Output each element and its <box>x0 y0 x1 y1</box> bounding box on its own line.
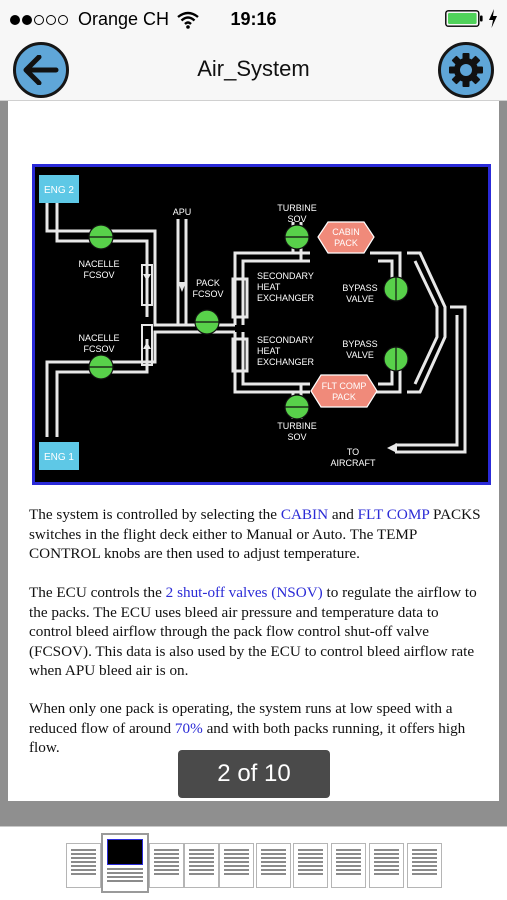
diagram-labels: APU TURBINE SOV NACELLE FCSOV NACELLE FC… <box>78 203 377 468</box>
cabin-link[interactable]: CABIN <box>280 506 329 523</box>
svg-text:SOV: SOV <box>287 214 306 224</box>
valve-marks <box>89 236 397 408</box>
gear-icon <box>449 53 483 87</box>
carrier-name: Orange CH <box>78 9 170 29</box>
nsov-link[interactable]: 2 shut-off valves (NSOV) <box>165 584 323 601</box>
flt-comp-pack-block <box>310 374 378 408</box>
thumbnail-page-6[interactable] <box>256 843 291 888</box>
flow-arrows <box>143 274 397 453</box>
navigation-bar: Air_System <box>0 38 507 101</box>
page-counter: 2 of 10 <box>178 750 330 798</box>
svg-text:VALVE: VALVE <box>346 350 374 360</box>
thumbnail-page-5[interactable] <box>219 843 254 888</box>
status-left: Orange CH <box>10 9 199 30</box>
svg-text:TURBINE: TURBINE <box>277 421 317 431</box>
svg-text:APU: APU <box>173 207 192 217</box>
svg-text:EXCHANGER: EXCHANGER <box>257 293 315 303</box>
svg-text:AIRCRAFT: AIRCRAFT <box>331 458 377 468</box>
paragraph-ecu: The ECU controls the 2 shut-off valves (… <box>29 584 477 679</box>
arrow-left-icon <box>23 55 59 85</box>
svg-text:PACK: PACK <box>332 392 356 402</box>
pipework <box>45 192 467 454</box>
thumbnail-diagram-preview <box>107 839 143 865</box>
thumbnail-strip <box>0 826 507 900</box>
back-button[interactable] <box>13 42 69 98</box>
charging-bolt-icon <box>489 9 497 28</box>
wifi-icon <box>177 11 199 29</box>
thumbnail-page-1[interactable] <box>66 843 101 888</box>
engine-1-label: ENG 1 <box>44 452 74 463</box>
svg-text:FCSOV: FCSOV <box>192 289 223 299</box>
signal-strength-icon <box>10 14 70 25</box>
svg-text:PACK: PACK <box>334 238 358 248</box>
flt-comp-link[interactable]: FLT COMP <box>357 506 430 523</box>
thumbnail-page-3[interactable] <box>149 843 184 888</box>
status-bar: Orange CH 19:16 <box>0 0 507 38</box>
svg-text:BYPASS: BYPASS <box>342 283 377 293</box>
svg-text:HEAT: HEAT <box>257 346 281 356</box>
paragraph-pack-switches: The system is controlled by selecting th… <box>29 506 481 562</box>
clock: 19:16 <box>230 9 277 29</box>
paragraph-one-pack: When only one pack is operating, the sys… <box>29 700 466 756</box>
engine-1-block <box>39 442 79 470</box>
thumbnail-page-7[interactable] <box>293 843 328 888</box>
air-system-schematic: ENG 2 ENG 1 <box>39 175 467 470</box>
svg-text:NACELLE: NACELLE <box>78 259 119 269</box>
svg-text:FCSOV: FCSOV <box>83 344 114 354</box>
settings-button[interactable] <box>438 42 494 98</box>
thumbnail-page-4[interactable] <box>184 843 219 888</box>
air-system-diagram: ENG 2 ENG 1 <box>32 164 491 485</box>
thumbnail-page-8[interactable] <box>331 843 366 888</box>
svg-text:SOV: SOV <box>287 432 306 442</box>
thumbnail-page-9[interactable] <box>369 843 404 888</box>
svg-text:EXCHANGER: EXCHANGER <box>257 357 315 367</box>
svg-text:TO: TO <box>347 447 359 457</box>
svg-text:FCSOV: FCSOV <box>83 270 114 280</box>
document-page[interactable]: ENG 2 ENG 1 <box>8 101 499 801</box>
seventy-percent-link[interactable]: 70% <box>174 719 203 737</box>
battery-icon <box>445 10 483 27</box>
engine-2-label: ENG 2 <box>44 185 74 196</box>
hx-labels: SECONDARY HEAT EXCHANGER SECONDARY HEAT … <box>257 271 315 367</box>
svg-text:PACK: PACK <box>196 278 220 288</box>
svg-text:BYPASS: BYPASS <box>342 339 377 349</box>
svg-text:FLT COMP: FLT COMP <box>322 381 367 391</box>
engine-2-block <box>39 175 79 203</box>
svg-text:SECONDARY: SECONDARY <box>257 335 314 345</box>
svg-text:HEAT: HEAT <box>257 282 281 292</box>
page-title: Air_System <box>197 56 310 81</box>
cabin-pack-block <box>317 221 375 254</box>
svg-text:CABIN: CABIN <box>332 227 360 237</box>
svg-text:NACELLE: NACELLE <box>78 333 119 343</box>
svg-text:TURBINE: TURBINE <box>277 203 317 213</box>
svg-text:VALVE: VALVE <box>346 294 374 304</box>
thumbnail-page-10[interactable] <box>407 843 442 888</box>
svg-text:SECONDARY: SECONDARY <box>257 271 314 281</box>
thumbnail-page-2[interactable] <box>101 833 149 893</box>
